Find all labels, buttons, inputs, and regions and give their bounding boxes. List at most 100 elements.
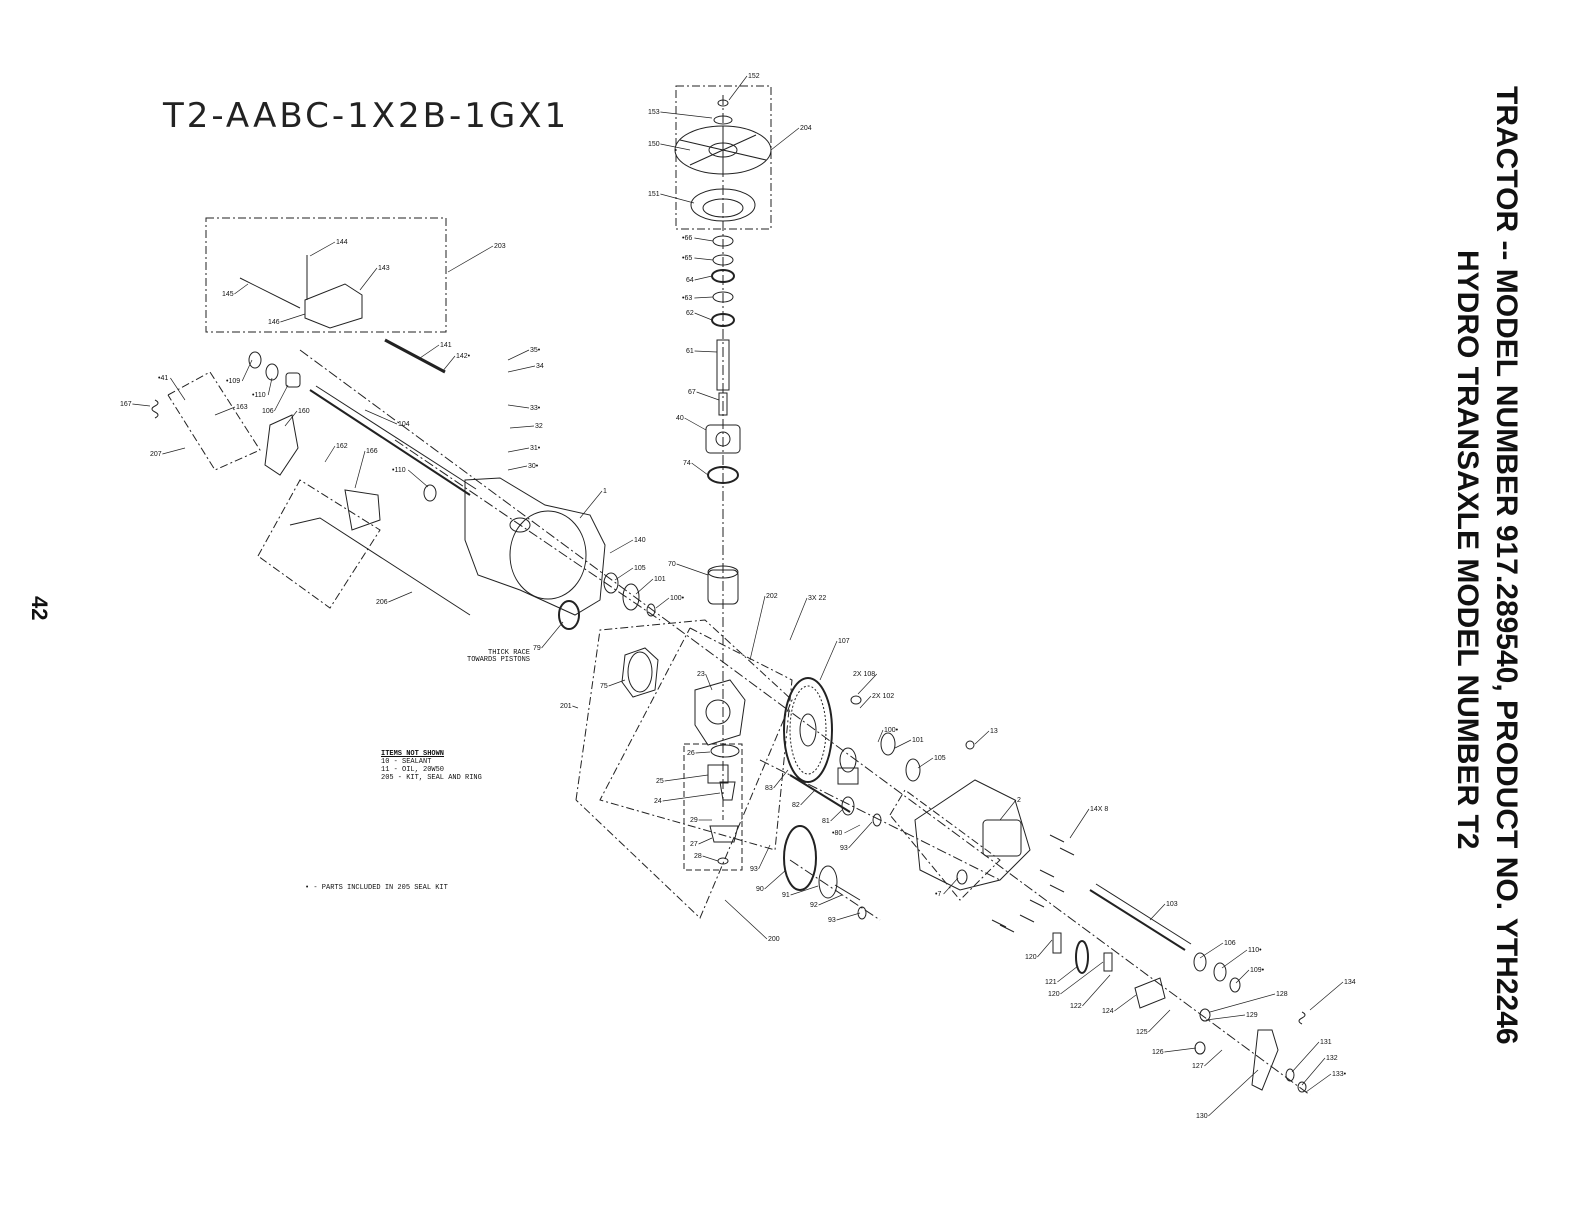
gear-90 [783, 825, 817, 891]
part-callout-29: 29 [690, 817, 698, 824]
callout-leader-line [999, 799, 1017, 821]
callout-leader-line [1037, 939, 1053, 958]
callout-leader-line [267, 377, 273, 396]
callout-leader-line [848, 821, 873, 849]
callout-leader-line [660, 193, 695, 204]
callout-leader-line [705, 673, 713, 691]
callout-leader-line [407, 469, 429, 488]
callout-leader-line [662, 792, 721, 802]
part-callout-13: 13 [990, 728, 998, 735]
part-callout-14x8: 14X 8 [1090, 806, 1108, 813]
part-callout-81: 81 [822, 818, 830, 825]
part-callout-110a: •110 [252, 392, 266, 399]
part-callout-28: 28 [694, 853, 702, 860]
part-callout-140: 140 [634, 537, 646, 544]
callout-leader-line [1057, 965, 1079, 983]
callout-leader-line [664, 774, 709, 782]
race-orientation-note: THICK RACE TOWARDS PISTONS [467, 650, 530, 664]
part-callout-34: 34 [536, 363, 544, 370]
callout-leader-line [579, 490, 603, 519]
part-callout-120a: 120 [1025, 954, 1037, 961]
callout-leader-line [676, 563, 709, 576]
callout-leader-line [635, 578, 654, 595]
bypass-rod [239, 277, 301, 309]
part-callout-1: 1 [603, 488, 607, 495]
main-housing-right [914, 779, 1031, 891]
items-not-shown-title: ITEMS NOT SHOWN [381, 750, 445, 758]
bull-gear-107 [783, 677, 833, 783]
callout-leader-line [274, 384, 289, 412]
brake-lever-130 [1251, 1029, 1279, 1091]
motor-cylinder-block [707, 569, 739, 605]
pump-block [705, 424, 741, 454]
brake-disc [1075, 940, 1089, 974]
items-not-shown-note: ITEMS NOT SHOWN 10 - SEALANT 11 - OIL, 2… [381, 750, 482, 782]
callout-leader-line [1205, 1014, 1246, 1021]
bypass-arm-housing [304, 283, 363, 329]
callout-leader-line [1221, 949, 1248, 969]
spring-134 [1298, 1011, 1306, 1025]
part-callout-40: 40 [676, 415, 684, 422]
callout-leader-line [974, 730, 990, 745]
part-callout-107: 107 [838, 638, 850, 645]
part-callout-167: 167 [120, 401, 132, 408]
callout-leader-line [364, 409, 398, 425]
callout-leader-line [1291, 1041, 1320, 1073]
callout-leader-line [694, 257, 714, 261]
part-callout-61: 61 [686, 348, 694, 355]
callout-leader-line [1235, 969, 1250, 984]
shift-rod-206 [289, 517, 471, 616]
motor-75 [621, 647, 659, 698]
part-callout-152: 152 [748, 73, 760, 80]
part-callout-91: 91 [782, 892, 790, 899]
callout-leader-line [819, 640, 838, 681]
callout-leader-line [694, 350, 718, 353]
callout-leader-line [789, 597, 808, 641]
part-callout-143: 143 [378, 265, 390, 272]
part-callout-163: 163 [236, 404, 248, 411]
callout-leader-line [1148, 1009, 1171, 1033]
spring-167 [151, 399, 159, 419]
part-callout-101a: 101 [654, 576, 666, 583]
center-section-box [599, 627, 793, 851]
callout-leader-line [691, 462, 709, 476]
part-callout-30: 30• [528, 463, 539, 470]
linkage-206-box [257, 479, 381, 609]
callout-leader-line [541, 621, 564, 649]
callout-leader-line [359, 267, 378, 291]
callout-leader-line [1164, 1047, 1197, 1053]
center-section [694, 679, 746, 746]
part-callout-3x22: 3X 22 [808, 595, 826, 602]
part-callout-2x108: 2X 108 [853, 671, 875, 678]
part-callout-132: 132 [1326, 1055, 1338, 1062]
part-callout-2x102: 2X 102 [872, 693, 894, 700]
part-callout-153: 153 [648, 109, 660, 116]
part-callout-66: •66 [682, 235, 692, 242]
part-callout-122: 122 [1070, 1003, 1082, 1010]
part-callout-128: 128 [1276, 991, 1288, 998]
part-callout-106b: 106 [1224, 940, 1236, 947]
callout-leader-line [943, 877, 959, 895]
part-callout-82: 82 [792, 802, 800, 809]
part-callout-104: 104 [398, 421, 410, 428]
part-callout-133: 133• [1332, 1071, 1347, 1078]
callout-leader-line [284, 410, 298, 427]
part-callout-41: •41 [158, 375, 168, 382]
part-callout-206: 206 [376, 599, 388, 606]
part-callout-32: 32 [535, 423, 543, 430]
callout-leader-line [309, 241, 336, 257]
callout-leader-line [614, 567, 634, 581]
part-callout-127: 127 [1192, 1063, 1204, 1070]
part-callout-201: 201 [560, 703, 572, 710]
callout-leader-line [1208, 1069, 1259, 1117]
callout-leader-line [857, 673, 878, 695]
kit-201-box [575, 619, 793, 919]
part-callout-27: 27 [690, 841, 698, 848]
callout-leader-line [170, 377, 186, 401]
callout-leader-line [1301, 1057, 1326, 1086]
callout-leader-line [324, 445, 336, 463]
part-callout-25: 25 [656, 778, 664, 785]
part-callout-79: 79 [533, 645, 541, 652]
part-callout-2: 2 [1017, 797, 1021, 804]
